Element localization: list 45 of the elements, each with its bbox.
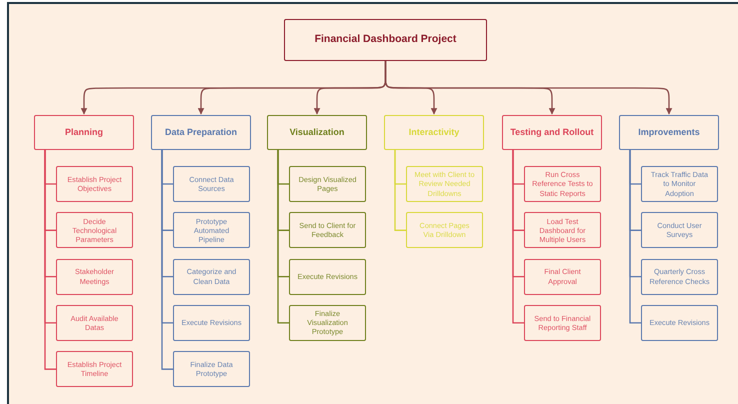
- task-box: [289, 212, 366, 248]
- task-box: [289, 258, 366, 295]
- task-box: [289, 304, 366, 341]
- category-box: [34, 115, 134, 150]
- task-box: [56, 351, 133, 388]
- task-box: [56, 258, 133, 295]
- task-box: [173, 166, 250, 202]
- category-label: Testing and Rollout: [510, 126, 594, 138]
- task-box: [641, 212, 718, 248]
- tree-connector: [44, 150, 56, 370]
- category-box: [267, 115, 367, 150]
- task-box: [406, 212, 483, 248]
- task-box: [56, 304, 133, 341]
- task-box: [641, 304, 718, 341]
- task-box: [56, 166, 133, 202]
- category-box: [151, 115, 251, 150]
- tree-connector: [161, 150, 173, 370]
- task-box: [173, 258, 250, 295]
- task-box: [289, 166, 366, 202]
- task-box: [173, 304, 250, 341]
- category-label: Data Preparation: [164, 126, 238, 138]
- category-box: [619, 115, 719, 150]
- category-label: Planning: [65, 126, 103, 138]
- task-box: [406, 166, 483, 202]
- category-box: [502, 115, 602, 150]
- tree-connector: [629, 150, 641, 324]
- category-label: Visualization: [290, 126, 344, 138]
- title-box: [284, 19, 487, 61]
- category-label: Interactivity: [408, 126, 460, 138]
- title-label: Financial Dashboard Project: [314, 33, 456, 47]
- task-box: [641, 166, 718, 202]
- task-box: [641, 258, 718, 295]
- task-box: [524, 166, 601, 202]
- category-label: Improvements: [638, 126, 700, 138]
- task-box: [524, 304, 601, 341]
- task-box: [173, 351, 250, 388]
- task-box: [524, 258, 601, 295]
- task-box: [56, 212, 133, 248]
- tree-connector: [277, 150, 289, 324]
- task-box: [524, 212, 601, 248]
- arrow: [384, 61, 672, 115]
- tree-connector: [394, 150, 406, 231]
- category-box: [384, 115, 484, 150]
- task-box: [173, 212, 250, 248]
- tree-connector: [512, 150, 524, 324]
